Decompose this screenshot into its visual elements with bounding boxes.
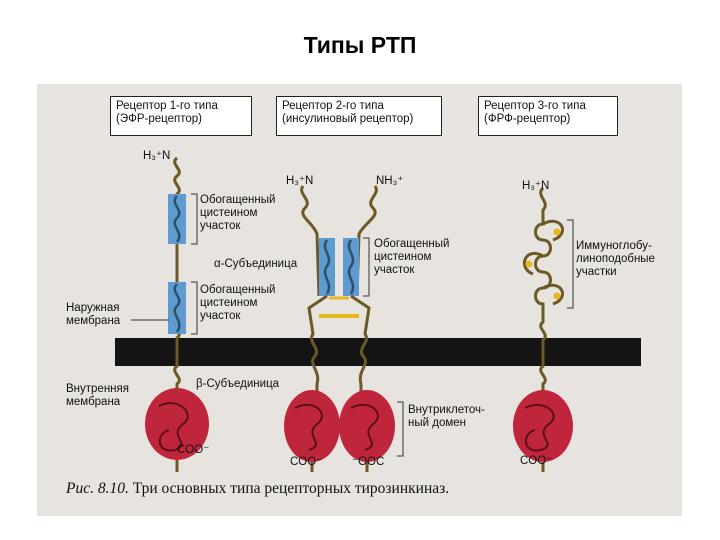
receptor1-title-line1: Рецептор 1-го типа bbox=[116, 100, 218, 112]
receptor3-kinase-domain bbox=[513, 390, 573, 462]
receptor2-beta-left bbox=[307, 294, 328, 402]
receptor3-n-terminus: H₃⁺N bbox=[522, 180, 550, 192]
receptor3-title-box: Рецептор 3-го типа (ФРФ-рецептор) bbox=[478, 96, 618, 136]
label-cys-rich-3: Обогащенный цистеином участок bbox=[374, 238, 450, 276]
label-inner-membrane: Внутренняя мембрана bbox=[66, 383, 129, 408]
receptor3-ig-loop-2 bbox=[522, 252, 544, 276]
label-beta-subunit: β-Субъединица bbox=[196, 378, 280, 390]
receptor1-title-line2: (ЭФР-рецептор) bbox=[116, 113, 202, 125]
bracket-cys-2 bbox=[191, 281, 198, 335]
receptor2-n-terminus-left: H₃⁺N bbox=[286, 175, 314, 187]
receptor1-n-terminus: H₃⁺N bbox=[143, 150, 171, 162]
receptor2-kinase-right bbox=[339, 390, 395, 462]
caption-prefix: Рис. 8.10. bbox=[66, 480, 129, 497]
receptor3-c-terminus: COO⁻ bbox=[520, 455, 553, 467]
receptor3-title-line2: (ФРФ-рецептор) bbox=[484, 113, 571, 125]
receptor1-title-box: Рецептор 1-го типа (ЭФР-рецептор) bbox=[110, 96, 252, 136]
receptor3-ig-loop-1 bbox=[542, 219, 564, 242]
receptor2-c-terminus-right: ⁻OOC bbox=[352, 456, 385, 468]
label-cys-rich-2: Обогащенный цистеином участок bbox=[200, 284, 276, 322]
receptor-diagram bbox=[115, 156, 641, 472]
cell-membrane bbox=[115, 338, 641, 366]
receptor3-disulfide-2 bbox=[525, 260, 533, 268]
receptor1-cys-block-lower bbox=[168, 282, 186, 334]
receptor2-alpha-right bbox=[355, 185, 378, 297]
label-cys-rich-1: Обогащенный цистеином участок bbox=[200, 194, 276, 232]
receptor1-c-terminus: COO⁻ bbox=[177, 444, 210, 456]
slide-title: Типы РТП bbox=[303, 32, 417, 58]
receptor2-n-terminus-right: NH₃⁺ bbox=[376, 175, 404, 187]
bracket-intracellular bbox=[397, 401, 404, 457]
receptor3-chain bbox=[534, 186, 552, 402]
figure-caption: Рис. 8.10. Три основных типа рецепторных… bbox=[66, 480, 449, 498]
label-intracellular-domain: Внутриклеточ-ный домен bbox=[408, 404, 485, 429]
receptor2-title-line2: (инсулиновый рецептор) bbox=[282, 113, 414, 125]
label-ig-like: Иммуноглобу-линоподобные участки bbox=[576, 240, 655, 278]
receptor3-title-line1: Рецептор 3-го типа bbox=[484, 100, 586, 112]
bracket-cys-1 bbox=[191, 193, 198, 245]
receptor2-c-terminus-left: COO⁻ bbox=[290, 456, 323, 468]
receptor2-title-box: Рецептор 2-го типа (инсулиновый рецептор… bbox=[276, 96, 442, 136]
receptor3-ig-loop-3 bbox=[542, 283, 564, 306]
receptor2-kinase-left bbox=[284, 390, 340, 462]
receptor2-title-line1: Рецептор 2-го типа bbox=[282, 100, 384, 112]
label-alpha-subunit: α-Субъединица bbox=[214, 258, 298, 270]
bracket-ig bbox=[567, 219, 574, 309]
caption-text: Три основных типа рецепторных тирозинкин… bbox=[132, 480, 450, 497]
receptor2-beta-right bbox=[350, 294, 371, 402]
receptor2-alpha-left bbox=[300, 185, 321, 297]
receptor3-disulfide-3 bbox=[553, 292, 561, 300]
receptor3-disulfide-1 bbox=[553, 228, 561, 236]
bracket-cys-3 bbox=[363, 237, 370, 297]
label-outer-membrane: Наружная мембрана bbox=[66, 302, 121, 327]
